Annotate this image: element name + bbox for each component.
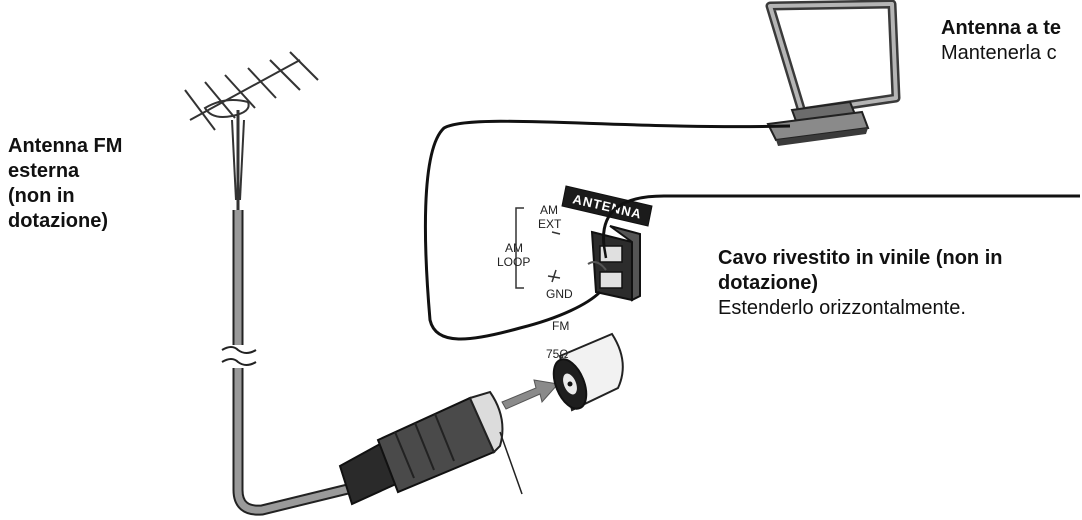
am-loop-label-1: AM (505, 241, 523, 255)
gnd-label: GND (546, 287, 573, 301)
fm-antenna-label-line-1: Antenna FM (8, 135, 123, 157)
vinyl-wire-title-line-1: Cavo rivestito in vinile (non in (718, 247, 1003, 269)
vinyl-wire-label: Cavo rivestito in vinile (non in dotazio… (718, 246, 1078, 321)
antenna-terminal-panel: ANTENNA AM EXT AM LOOP GND FM 75Ω (497, 185, 653, 361)
fm-jack (552, 332, 624, 412)
fm-impedance-label: 75Ω (546, 347, 568, 361)
fm-coaxial-cable (221, 210, 354, 516)
am-ext-label-2: EXT (538, 217, 562, 231)
am-loop-wire (423, 119, 791, 341)
fm-antenna-label-line-2: esterna (8, 160, 80, 182)
fm-outdoor-antenna (184, 51, 319, 210)
fm-jack-label: FM (552, 319, 569, 333)
fm-coaxial-plug (338, 390, 523, 506)
loop-antenna-title: Antenna a te (941, 17, 1062, 39)
fm-antenna-label: Antenna FM esterna (non in dotazione) (8, 134, 158, 234)
vinyl-covered-wire (602, 194, 1080, 247)
fm-antenna-label-line-3: (non in (8, 185, 75, 207)
am-loop-label-2: LOOP (497, 255, 530, 269)
am-ext-label-1: AM (540, 203, 558, 217)
am-loop-antenna (765, 0, 901, 146)
vinyl-wire-title-line-2: dotazione) (718, 272, 818, 294)
vinyl-wire-note: Estenderlo orizzontalmente. (718, 297, 966, 319)
insert-arrow (501, 379, 559, 410)
loop-antenna-note: Mantenerla c (941, 42, 1057, 64)
loop-antenna-label: Antenna a te Mantenerla c (941, 16, 1061, 66)
fm-antenna-label-line-4: dotazione) (8, 210, 108, 232)
